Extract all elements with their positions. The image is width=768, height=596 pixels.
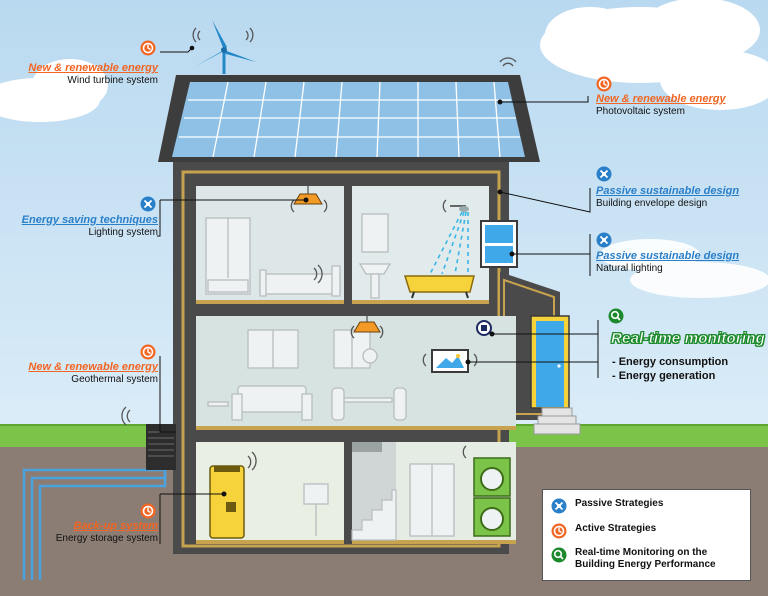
staircase — [351, 442, 397, 541]
callout-building-envelope: Passive sustainable design Building enve… — [596, 185, 739, 209]
system-label: Lighting system — [88, 227, 158, 238]
active-strategy-icon — [551, 523, 567, 539]
system-label: Energy storage system — [55, 533, 158, 544]
washer-dryer — [473, 457, 511, 537]
callout-geothermal: New & renewable energy Geothermal system — [28, 361, 158, 385]
category-label: New & renewable energy — [28, 361, 158, 373]
monitoring-item-consumption: - Energy consumption — [612, 356, 729, 368]
category-label: Passive sustainable design — [596, 185, 740, 197]
legend-label: Real-time Monitoring on the Building Ene… — [575, 547, 716, 570]
leader-lines — [157, 45, 599, 544]
category-label: Energy saving techniques — [21, 214, 158, 226]
callout-photovoltaic: New & renewable energy Photovoltaic syst… — [596, 93, 726, 117]
signal-icons — [121, 27, 517, 471]
ceiling-lamp-icon — [353, 316, 381, 333]
system-label: Wind turbine system — [67, 75, 158, 86]
wind-turbine-icon — [196, 20, 256, 74]
legend-item-active: Active Strategies — [551, 523, 656, 539]
category-label: Passive sustainable design — [596, 250, 740, 262]
callout-backup: Back-up system Energy storage system — [56, 520, 158, 544]
callout-wind-turbine: New & renewable energy Wind turbine syst… — [28, 62, 158, 86]
house — [146, 75, 581, 554]
monitoring-item-generation: - Energy generation — [612, 370, 716, 382]
callout-natural-lighting: Passive sustainable design Natural light… — [596, 250, 739, 274]
heat-pump-unit — [146, 424, 176, 470]
cloud-right — [540, 0, 768, 110]
system-label: Geothermal system — [71, 374, 158, 385]
energy-display — [431, 349, 469, 373]
system-label: Building envelope design — [596, 198, 708, 209]
realtime-monitoring-title: Real-time monitoring — [611, 330, 766, 348]
passive-strategy-icon — [551, 498, 567, 514]
monitoring-icon — [551, 547, 567, 563]
bathtub — [403, 275, 475, 299]
thermostat-icon — [476, 320, 492, 336]
system-label: Photovoltaic system — [596, 106, 685, 117]
legend-item-monitoring: Real-time Monitoring on the Building Ene… — [551, 547, 716, 571]
category-label: New & renewable energy — [28, 62, 158, 74]
cloud-left — [0, 59, 108, 122]
legend-label: Active Strategies — [575, 523, 657, 534]
legend: Passive Strategies Active Strategies Rea… — [542, 489, 751, 581]
system-label: Natural lighting — [596, 263, 663, 274]
category-label: Back-up system — [73, 520, 158, 532]
category-label: New & renewable energy — [596, 93, 726, 105]
callout-lighting: Energy saving techniques Lighting system — [22, 214, 158, 238]
shower-icon — [429, 205, 469, 275]
legend-label: Passive Strategies — [575, 498, 664, 509]
solar-panels — [172, 81, 525, 158]
window — [480, 220, 518, 268]
legend-item-passive: Passive Strategies — [551, 498, 663, 514]
energy-storage-battery — [209, 465, 245, 539]
